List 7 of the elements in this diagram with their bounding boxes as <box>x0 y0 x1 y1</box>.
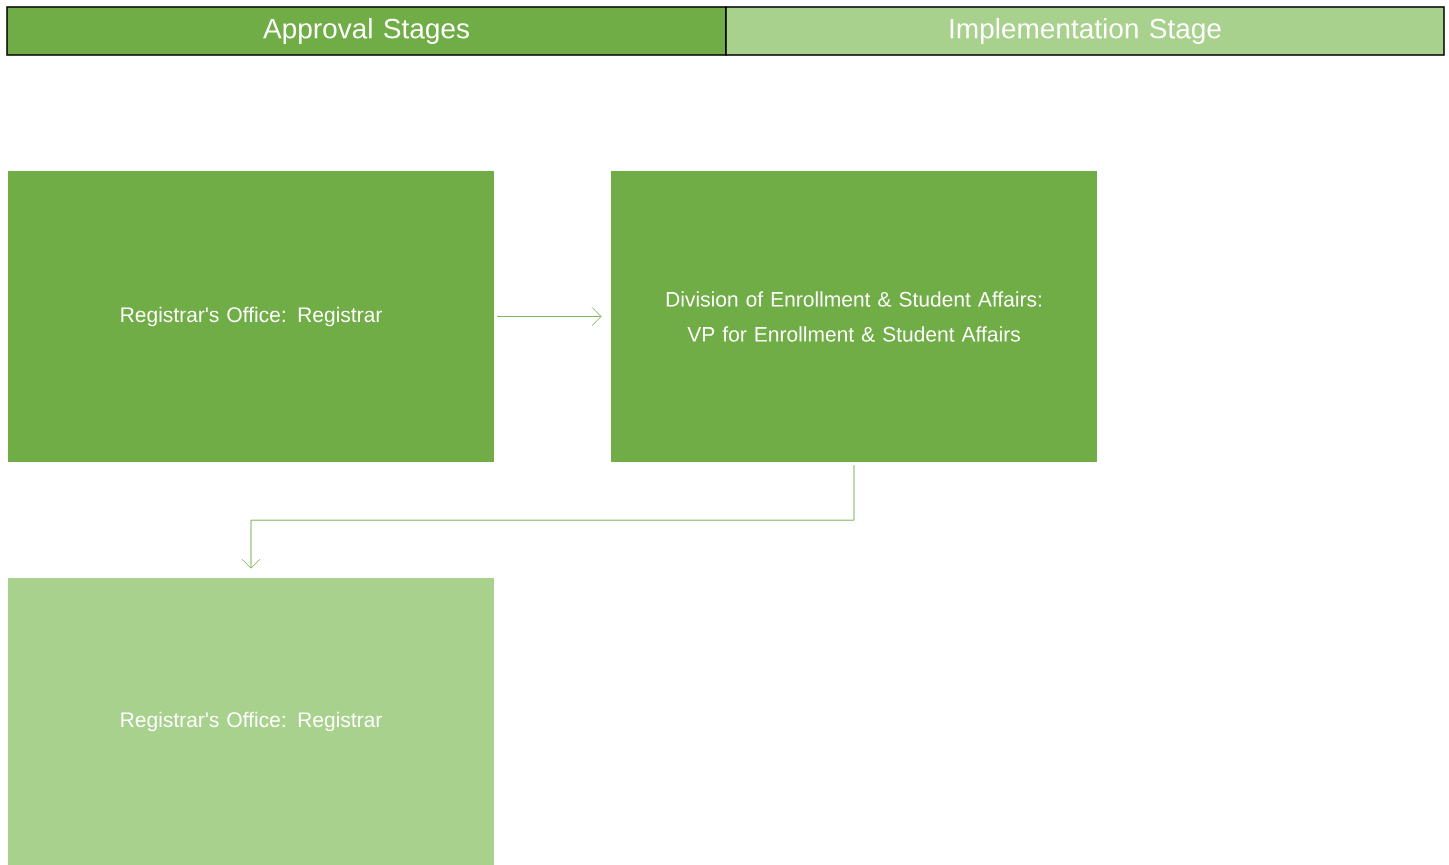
arrow <box>241 464 855 569</box>
stage-band: Implementation Stage <box>725 6 1445 56</box>
process-box: Registrar's Office: Registrar <box>8 171 494 462</box>
process-box: Division of Enrollment & Student Affairs: VP for Enrollment & Student Affairs <box>611 171 1097 462</box>
process-box: Registrar's Office: Registrar <box>8 578 494 865</box>
arrow <box>496 307 602 326</box>
stage-band: Approval Stages <box>6 6 727 56</box>
